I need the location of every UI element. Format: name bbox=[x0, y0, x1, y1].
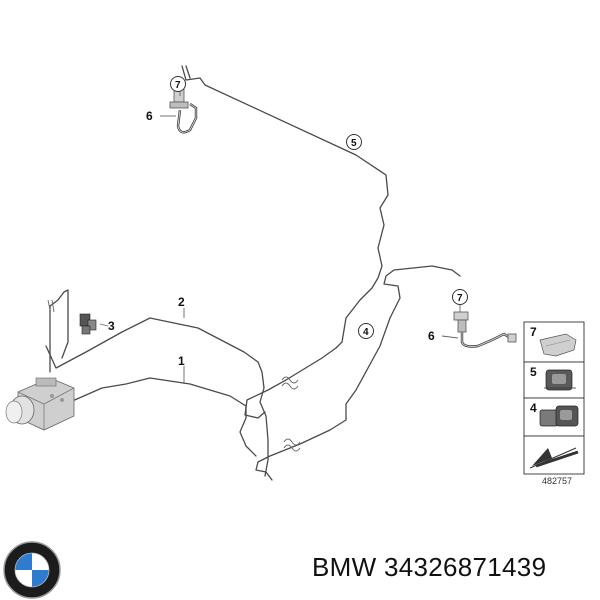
legend-panel: 7 5 4 482757 bbox=[523, 321, 585, 486]
bracket-part-3 bbox=[79, 313, 97, 335]
brake-line-5 bbox=[181, 65, 389, 419]
drawing-number: 482757 bbox=[542, 476, 572, 486]
direction-arrow-icon bbox=[529, 447, 579, 469]
callout-2: 2 bbox=[178, 295, 185, 309]
part-number-title: BMW 34326871439 bbox=[312, 552, 547, 582]
break-mark-lower bbox=[283, 438, 301, 452]
callout-3: 3 bbox=[108, 319, 115, 333]
clip-4-icon bbox=[539, 405, 579, 427]
brake-line-4 bbox=[255, 265, 461, 481]
brake-line-1 bbox=[59, 377, 257, 457]
callout-4: 4 bbox=[358, 323, 374, 339]
callout-7-upper: 7 bbox=[170, 76, 186, 92]
svg-text:5: 5 bbox=[351, 138, 357, 149]
svg-text:7: 7 bbox=[175, 80, 181, 91]
brake-hose-right bbox=[453, 311, 517, 348]
callout-6-upper: 6 bbox=[146, 109, 153, 123]
break-mark-upper bbox=[281, 376, 299, 390]
legend-label-4: 4 bbox=[530, 401, 537, 415]
svg-text:7: 7 bbox=[457, 293, 463, 304]
callout-7-right: 7 bbox=[452, 289, 468, 305]
brake-line-2 bbox=[45, 317, 269, 477]
callout-6-right: 6 bbox=[428, 329, 435, 343]
callout-5: 5 bbox=[346, 134, 362, 150]
abs-hydraulic-unit bbox=[5, 377, 75, 431]
legend-label-7: 7 bbox=[530, 325, 537, 339]
legend-label-5: 5 bbox=[530, 365, 537, 379]
clip-5-icon bbox=[544, 369, 576, 391]
svg-text:4: 4 bbox=[363, 327, 369, 338]
callout-1: 1 bbox=[178, 354, 185, 368]
clip-7-icon bbox=[539, 333, 577, 357]
bmw-roundel-logo bbox=[3, 541, 61, 599]
brake-hose-upper bbox=[169, 87, 198, 134]
